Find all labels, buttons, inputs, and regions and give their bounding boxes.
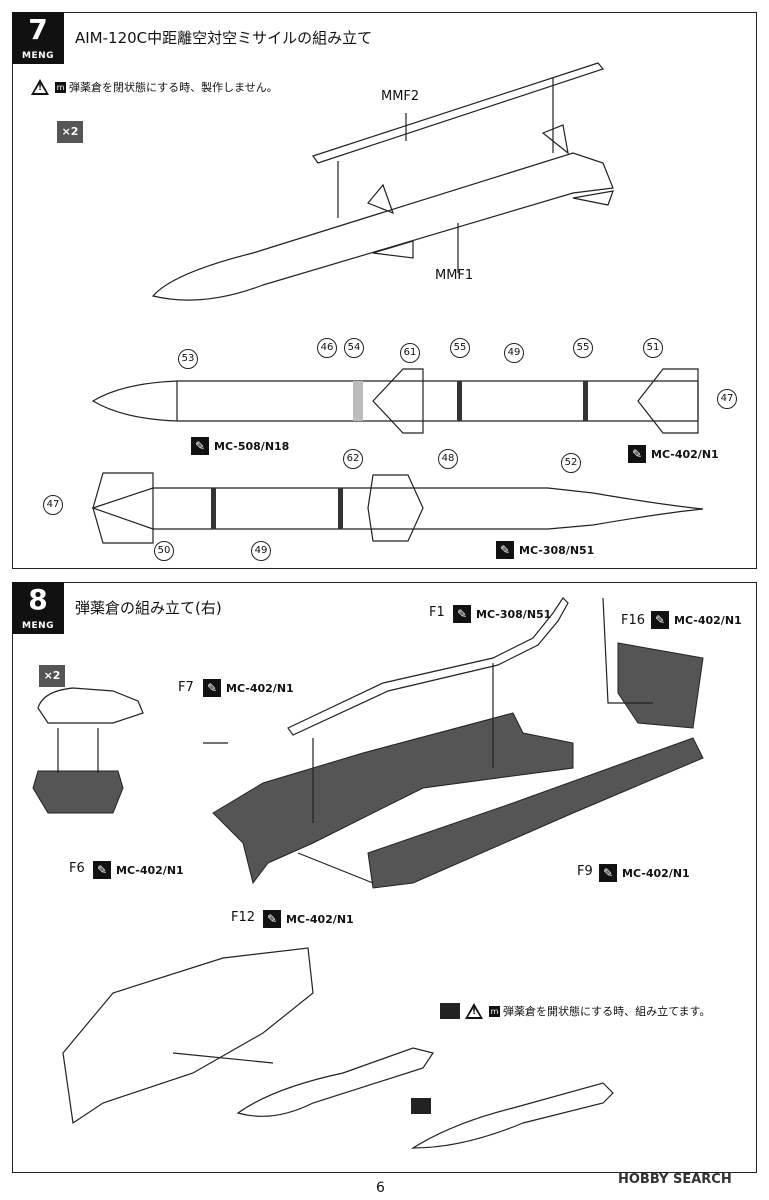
warning-text: 弾薬倉を開状態にする時、組み立てます。 — [503, 1005, 711, 1018]
decal-callout: 48 — [438, 449, 458, 469]
warning-icon: ! — [31, 79, 49, 95]
decal-callout: 46 — [317, 338, 337, 358]
brush-icon: ✎ — [496, 541, 514, 559]
paint-callout: ✎ MC-508/N18 — [191, 437, 289, 455]
step-title: 弾薬倉の組み立て(右) — [75, 599, 222, 617]
brush-icon: ✎ — [651, 611, 669, 629]
decal-callout: 51 — [643, 338, 663, 358]
quantity-badge: ×2 — [57, 121, 83, 143]
decal-callout: 52 — [561, 453, 581, 473]
decal-callout: 61 — [400, 343, 420, 363]
part-label-mmf2: MMF2 — [381, 89, 420, 104]
paint-callout: ✎ MC-402/N1 — [628, 445, 719, 463]
step-7-panel: 7 MENG AIM-120C中距離空対空ミサイルの組み立て ! m 弾薬倉を閉… — [12, 12, 757, 569]
brush-icon: ✎ — [628, 445, 646, 463]
decal-callout: 55 — [450, 338, 470, 358]
decal-callout: 53 — [178, 349, 198, 369]
model-mark: m — [55, 81, 66, 93]
brand-logo: MENG — [21, 621, 55, 631]
brush-icon: ✎ — [263, 910, 281, 928]
brand-logo: MENG — [21, 51, 55, 61]
model-mark: m — [489, 1005, 500, 1017]
part-label: F1 — [429, 605, 445, 620]
paint-callout: ✎ MC-402/N1 — [203, 679, 294, 697]
quantity-badge: ×2 — [39, 665, 65, 687]
part-label: F12 — [231, 910, 256, 925]
paint-callout: ✎ MC-308/N51 — [496, 541, 594, 559]
warning-icon: ! — [465, 1003, 483, 1019]
part-label: F9 — [577, 864, 593, 879]
step-title: AIM-120C中距離空対空ミサイルの組み立て — [75, 29, 373, 47]
paint-callout: ✎ MC-402/N1 — [651, 611, 742, 629]
paint-callout: ✎ MC-402/N1 — [93, 861, 184, 879]
part-label-mmf1: MMF1 — [435, 268, 474, 283]
part-label: F16 — [621, 613, 646, 628]
brush-icon: ✎ — [93, 861, 111, 879]
missile-illustration — [91, 62, 704, 544]
decal-callout: 54 — [344, 338, 364, 358]
brush-icon: ✎ — [203, 679, 221, 697]
decal-callout: 55 — [573, 338, 593, 358]
step-badge: 8 MENG — [12, 582, 64, 634]
part-label: F7 — [178, 680, 194, 695]
watermark: HOBBY SEARCH — [618, 1172, 732, 1187]
part-label: F6 — [69, 861, 85, 876]
step-8-panel: 8 MENG 弾薬倉の組み立て(右) ×2 F1 ✎ MC-308/N51 — [12, 582, 757, 1173]
brush-icon: ✎ — [599, 864, 617, 882]
decal-callout: 49 — [251, 541, 271, 561]
decal-callout: 47 — [717, 389, 737, 409]
warning-note: ! m 弾薬倉を開状態にする時、組み立てます。 — [465, 1003, 710, 1019]
warning-text: 弾薬倉を閉状態にする時、製作しません。 — [69, 81, 278, 94]
decal-callout: 62 — [343, 449, 363, 469]
step-number: 8 — [28, 583, 48, 616]
step-number: 7 — [28, 13, 48, 46]
page-number: 6 — [376, 1180, 385, 1196]
paint-callout: ✎ MC-402/N1 — [599, 864, 690, 882]
decal-callout: 49 — [504, 343, 524, 363]
paint-callout: ✎ MC-402/N1 — [263, 910, 354, 928]
brush-icon: ✎ — [191, 437, 209, 455]
decal-callout: 47 — [43, 495, 63, 515]
bay-illustration — [32, 597, 704, 1149]
paint-callout: ✎ MC-308/N51 — [453, 605, 551, 623]
warning-note: ! m 弾薬倉を閉状態にする時、製作しません。 — [31, 79, 278, 95]
step-badge: 7 MENG — [12, 12, 64, 64]
decal-callout: 50 — [154, 541, 174, 561]
brush-icon: ✎ — [453, 605, 471, 623]
